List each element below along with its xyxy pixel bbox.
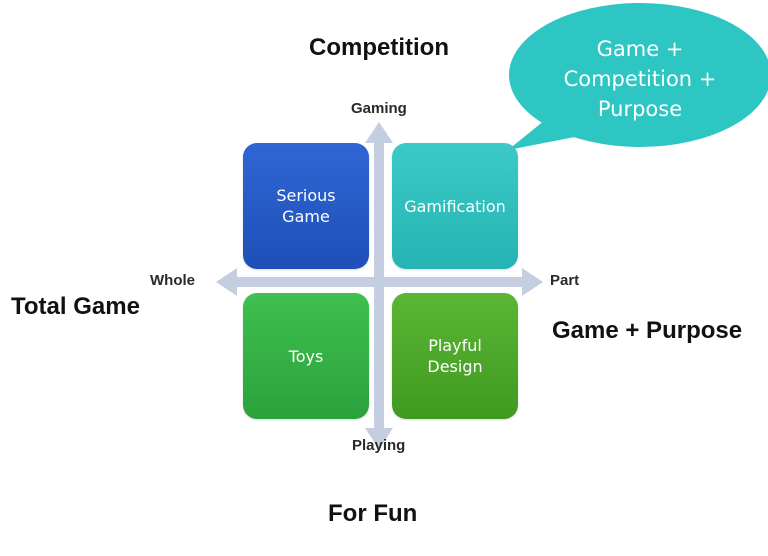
callout-line3: Purpose <box>597 97 683 121</box>
axis-label-gaming: Gaming <box>351 100 407 117</box>
quadrant-playful-design-line2: Design <box>427 357 483 376</box>
quadrant-serious-game-line2: Game <box>282 207 330 226</box>
callout-line1: Game + <box>596 37 684 61</box>
quadrant-gamification: Gamification <box>392 143 518 269</box>
label-competition: Competition <box>309 34 449 61</box>
quadrant-playful-design: Playful Design <box>392 293 518 419</box>
horizontal-axis-arrow <box>216 268 543 296</box>
axis-label-whole: Whole <box>150 272 195 289</box>
callout-bubble <box>508 3 768 150</box>
quadrant-toys-label: Toys <box>288 346 324 366</box>
quadrant-serious-game: Serious Game <box>243 143 369 269</box>
quadrant-serious-game-line1: Serious <box>276 186 336 205</box>
quadrant-gamification-label: Gamification <box>404 196 506 216</box>
label-game-purpose: Game + Purpose <box>552 317 743 344</box>
callout-line2: Competition + <box>563 67 717 91</box>
callout-text: Game + Competition + Purpose <box>540 34 740 124</box>
axis-label-playing: Playing <box>352 437 406 454</box>
axis-label-part: Part <box>550 272 580 289</box>
quadrant-toys: Toys <box>243 293 369 419</box>
label-for-fun: For Fun <box>328 500 418 527</box>
label-total-game: Total Game <box>11 293 140 320</box>
quadrant-playful-design-line1: Playful <box>428 336 482 355</box>
